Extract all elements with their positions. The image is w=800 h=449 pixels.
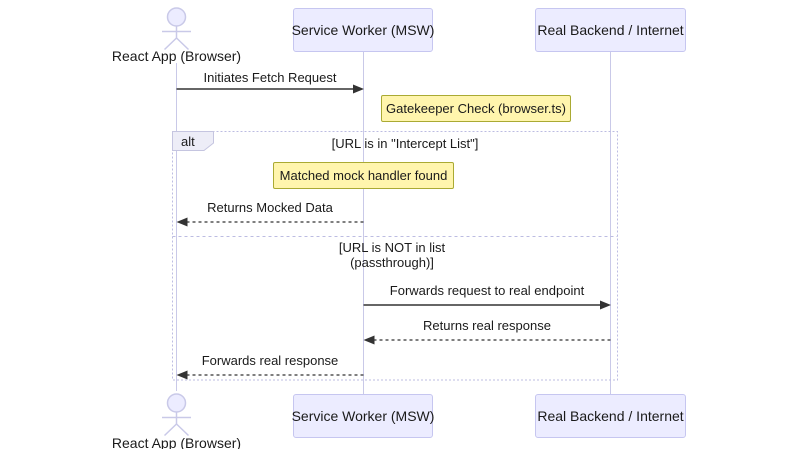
alt-label-tab: [172, 131, 214, 151]
message-label-initiates-fetch: Initiates Fetch Request: [203, 70, 337, 85]
actor-figure-top: [162, 7, 191, 51]
alt-condition-intercept: [URL is in "Intercept List"]: [331, 136, 479, 151]
arrow-returns-mocked: [176, 217, 364, 227]
alt-condition-passthrough: [URL is NOT in list (passthrough)]: [292, 240, 492, 271]
arrow-forwards-real: [176, 370, 364, 380]
actor-label-react-app-top: React App (Browser): [111, 48, 242, 64]
arrow-initiates-fetch: [176, 84, 364, 94]
message-label-returns-real: Returns real response: [423, 318, 551, 333]
arrow-returns-real: [363, 335, 611, 345]
participant-service-worker-top: Service Worker (MSW): [292, 8, 434, 52]
actor-figure-bottom: [162, 393, 191, 437]
participant-service-worker-bottom: Service Worker (MSW): [292, 394, 434, 438]
message-label-forwards-real: Forwards real response: [201, 353, 339, 368]
note-matched-handler: Matched mock handler found: [273, 162, 454, 189]
message-label-forwards-request: Forwards request to real endpoint: [389, 283, 585, 298]
alt-frame-border: [172, 131, 618, 381]
participant-backend-bottom: Real Backend / Internet: [535, 394, 686, 438]
alt-condition-passthrough-line2: (passthrough)]: [350, 255, 434, 271]
actor-label-react-app-bottom: React App (Browser): [111, 435, 242, 449]
alt-frame-label: alt: [181, 134, 195, 149]
alt-condition-passthrough-line1: [URL is NOT in list: [338, 240, 446, 255]
message-label-returns-mocked: Returns Mocked Data: [207, 200, 333, 215]
arrow-forwards-request: [363, 300, 611, 310]
participant-backend-top: Real Backend / Internet: [535, 8, 686, 52]
note-gatekeeper-check: Gatekeeper Check (browser.ts): [381, 95, 571, 122]
